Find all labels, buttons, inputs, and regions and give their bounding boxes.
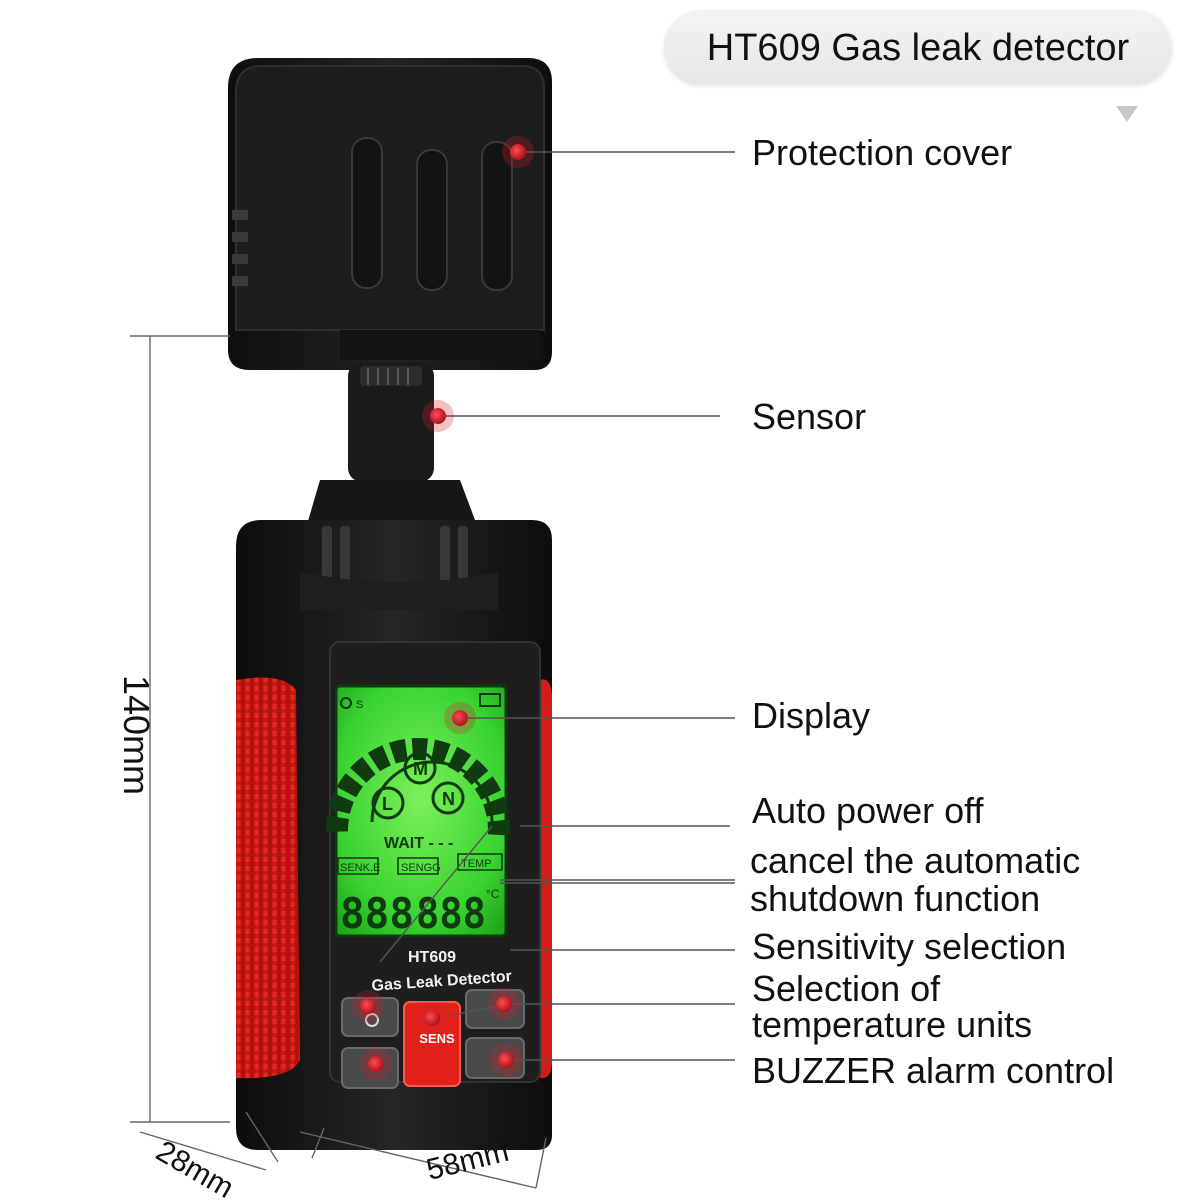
- page-title: HT609 Gas leak detector: [706, 27, 1130, 69]
- gauge-segment: [411, 738, 429, 761]
- protection-cover: [228, 58, 552, 370]
- gauge-segment: [474, 776, 501, 800]
- sens-label: SENS: [419, 1031, 455, 1046]
- callout-display: Display: [752, 695, 871, 736]
- callout-sensitivity: Sensitivity selection: [752, 926, 1067, 967]
- power-icon: [340, 697, 352, 709]
- dropdown-triangle-icon: [1116, 106, 1138, 122]
- marker-dot: [510, 144, 526, 160]
- marker-dot: [430, 408, 446, 424]
- sensor-icon: S: [356, 699, 363, 711]
- callout-lines: [379, 151, 735, 1061]
- lcd-tag-3: TEMP: [461, 858, 492, 870]
- marker-dot: [368, 1056, 384, 1072]
- lcd-display: S L M N WAIT - - - SENK.E SENGG TEMP 888…: [326, 684, 511, 938]
- sensor: [306, 362, 478, 528]
- marker-dot: [424, 1010, 440, 1026]
- callout-temp-units-2: temperature units: [752, 1004, 1033, 1045]
- device-model: HT609: [408, 949, 456, 966]
- marker-dot: [452, 710, 468, 726]
- sens-button[interactable]: [403, 1001, 461, 1087]
- gauge-segment: [430, 739, 451, 765]
- gauge-segment: [328, 793, 354, 814]
- battery-icon: [479, 693, 501, 707]
- gauge-segment: [388, 738, 408, 764]
- gauge-segment: [336, 773, 363, 798]
- right-grip: [540, 679, 552, 1079]
- callout-buzzer: BUZZER alarm control: [752, 1050, 1115, 1091]
- dimension-height: 140mm: [116, 675, 157, 795]
- scale-letter-n: N: [442, 789, 455, 809]
- gauge-segment: [326, 815, 349, 832]
- lcd-unit: °C: [486, 887, 500, 901]
- marker-dot: [360, 998, 376, 1014]
- lcd-tag-2: SENGG: [401, 862, 441, 874]
- callout-markers: [352, 136, 534, 1080]
- gauge-segment: [462, 759, 489, 785]
- callout-sensor: Sensor: [752, 396, 867, 437]
- gauge-segment: [487, 819, 511, 836]
- gauge-segment: [350, 756, 376, 783]
- gauge-segment: [483, 796, 509, 817]
- callout-protection-cover: Protection cover: [752, 132, 1013, 173]
- marker-dot: [498, 1052, 514, 1068]
- callout-temp-units-1: Selection of: [752, 968, 941, 1009]
- marker-dot: [496, 996, 512, 1012]
- lcd-readout-right: 888: [416, 889, 486, 938]
- power-icon-button: [365, 1013, 379, 1027]
- title-pill: HT609 Gas leak detector: [664, 10, 1172, 84]
- callout-cancel-shutdown-2: shutdown function: [750, 878, 1041, 919]
- callout-auto-power-off: Auto power off: [752, 790, 984, 831]
- callout-cancel-shutdown-1: cancel the automatic: [750, 840, 1081, 881]
- scale-letter-m: M: [413, 759, 428, 779]
- gauge-segment: [367, 745, 391, 772]
- left-grip: [236, 677, 300, 1079]
- buzzer-button[interactable]: [465, 1037, 525, 1079]
- dimension-depth: 28mm: [150, 1135, 239, 1200]
- lcd-readout-left: 888: [340, 889, 414, 938]
- dimension-lines: [130, 335, 547, 1189]
- scale-letter-l: L: [382, 794, 393, 814]
- lcd-tag-1: SENK.E: [340, 862, 380, 874]
- power-button[interactable]: [341, 997, 399, 1037]
- lcd-status: WAIT - - -: [384, 835, 453, 852]
